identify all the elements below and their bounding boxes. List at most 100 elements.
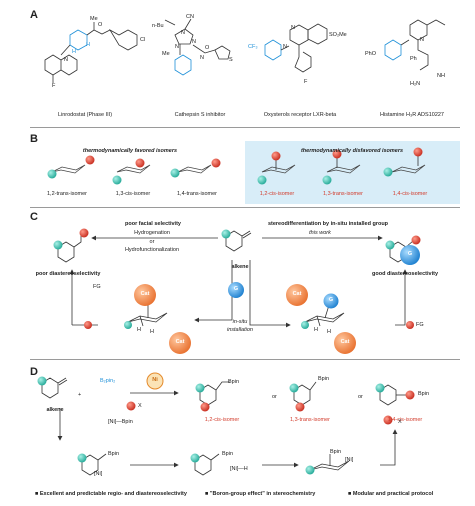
atom-n-1: N [64,57,68,63]
cathepsin-structure [164,18,231,76]
footer-text-3: Modular and practical protocol [352,491,434,497]
label-12-cis: 1,2-cis-isomer [259,191,295,197]
bpin-label-int3: Bpin [330,449,342,455]
panel-c-poor-product [57,234,82,263]
balls-panel-b [47,147,423,185]
lxr-structure [264,23,328,73]
atom-h-2: H [86,42,90,48]
panel-d-product-14 [379,384,406,406]
panel-letter-a: A [30,9,38,21]
footer-point-2: ■ "Boron-group effect" in stereochemistr… [205,491,316,497]
panel-d-product-12 [199,381,230,406]
histamine-structure [384,19,446,71]
chair-13-trans [326,156,361,174]
g-label-1: G [233,286,239,292]
stereodiff-title: stereodifferentiation by in-situ install… [267,221,389,227]
panel-d-product-13 [293,381,317,406]
favored-title: thermodynamically favored isomers [82,148,178,154]
product-label-12-cis: 1,2-cis-isomer [204,417,240,423]
panel-d-alkene [41,377,68,399]
panel-c-alkene [225,230,252,252]
atom-n-3: N [192,39,196,45]
cat-label-4: Cat [340,339,350,345]
h-label-1: H [137,327,141,333]
x-label-2: X [398,419,402,425]
atom-nh: NH [437,73,445,79]
atom-f-2: F [304,79,308,85]
plus-sign: + [78,392,82,398]
panel-d-intermediate-3 [309,454,350,471]
hydrogenation-label: Hydrogenation [134,230,170,236]
label-12-trans: 1,2-trans-isomer [46,191,88,197]
g-label-2: G [328,297,334,303]
atom-n-8: N [420,37,424,43]
balls-panel-d [37,376,415,475]
alkene-label-c: alkene [231,264,249,270]
cat-spheres [134,245,420,354]
ni-h-label: [Ni]—H [230,466,248,472]
footer-text-2: "Boron-group effect" in stereochemistry [209,491,316,497]
disfavored-title: thermodynamically disfavored isomers [300,148,404,154]
panel-letter-c: C [30,211,38,223]
atom-n-5: N [200,55,204,61]
linrodostat-structure [44,22,138,83]
product-label-13-trans: 1,3-trans-isomer [289,417,331,423]
ni-bpin-label: [Ni]—Bpin [108,419,133,425]
installation-label: installation [227,327,253,333]
or-label-d-2: or [358,394,363,400]
hydrofunc-label: Hydrofunctionalization [124,247,180,253]
ni-label-int3: [Ni] [345,457,354,463]
panel-c-left-chair [127,304,168,327]
chair-14-cis [391,154,426,174]
chair-13-cis [116,164,151,174]
bpin-label-12: Bpin [228,379,240,385]
atom-h-1: H [72,49,76,55]
label-linrodostat: Linrodostat (Phase III) [57,112,113,118]
cat-label-3: Cat [292,291,302,297]
label-histamine: Histamine H₃R ADS10227 [380,112,444,118]
atom-h2n: H₂N [410,81,421,87]
atom-n-2: N [181,30,185,36]
bpin-label-13: Bpin [318,376,330,382]
fg-label-right: FG [416,322,424,328]
chair-12-cis [261,158,296,174]
atom-f-1: F [52,83,56,89]
bpin-label-14: Bpin [418,391,430,397]
atom-cl: Cl [140,37,146,43]
label-13-trans: 1,3-trans-isomer [322,191,364,197]
h-label-4: H [327,329,331,335]
poor-diastereo-label: poor diastereoselectivity [35,271,101,277]
separator-b-c [30,207,460,208]
ni-label: Ni [152,377,158,383]
label-lxr: Oxysterols receptor LXR-beta [263,112,337,118]
atom-me-1: Me [90,16,98,22]
atom-pho: PhO [365,51,377,57]
atom-cf3: CF₃ [248,44,258,50]
h-label-3: H [314,327,318,333]
label-14-trans: 1,4-trans-isomer [176,191,218,197]
separator-a-b [30,127,460,128]
footer-point-1: ■ Excellent and predictable regio- and d… [35,491,187,497]
atom-s: S [229,57,233,63]
label-cathepsin: Cathepsin S inhibitor [174,112,226,118]
bpin-label-int1: Bpin [108,451,120,457]
separator-c-d [30,359,460,360]
poor-facial-title: poor facial selectivity [125,221,181,227]
good-diastereo-label: good diastereoselectivity [371,271,439,277]
panel-letter-b: B [30,133,38,145]
fg-label-left: FG [93,284,101,290]
label-14-cis: 1,4-cis-isomer [392,191,428,197]
balls-panel-c [53,228,421,329]
footer-text-1: Excellent and predictable regio- and dia… [39,491,187,497]
chair-12-trans [51,164,86,174]
atom-o-2: O [205,45,210,51]
atom-n-6: N [291,25,295,31]
chair-14-trans [177,164,212,174]
in-situ-label: in-situ [232,319,248,325]
panel-letter-d: D [30,366,38,378]
label-13-cis: 1,3-cis-isomer [115,191,151,197]
atom-n-7: N [283,44,287,50]
cat-label-2: Cat [175,339,185,345]
or-label-d-1: or [272,394,277,400]
